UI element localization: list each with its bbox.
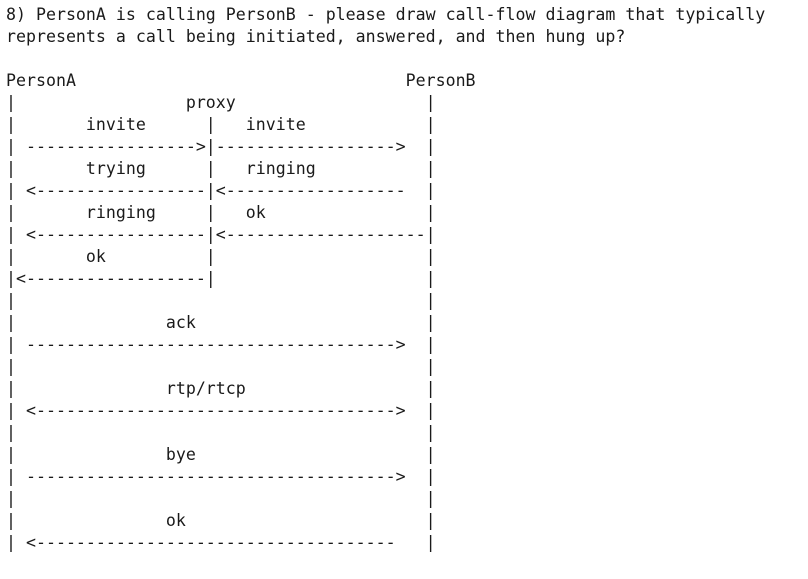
diagram-line-ok-arrow: |<------------------| | [6,269,436,288]
question-page: 8) PersonA is calling PersonB - please d… [6,4,806,554]
diagram-line-invite-arrow: | ----------------->|------------------>… [6,137,436,156]
diagram-line-ringing-arrow: | <-----------------|<------------------… [6,225,436,244]
question-line-2: represents a call being initiated, answe… [6,27,626,46]
diagram-line-ack-arrow: | ------------------------------------->… [6,335,436,354]
diagram-line-spacer: | | [6,423,436,442]
diagram-line-blank [6,48,806,70]
diagram-line-proxy: | proxy | [6,93,436,112]
diagram-line-ok-label: | ok | | [6,247,436,266]
question-line-1: 8) PersonA is calling PersonB - please d… [6,5,766,24]
diagram-line-ringing-label: | ringing | ok | [6,203,436,222]
diagram-line-spacer: | | [6,357,436,376]
diagram-line-final-ok-label: | ok | [6,511,436,530]
diagram-line-final-ok-arrow: | <------------------------------------ … [6,533,436,552]
diagram-line-bye-label: | bye | [6,445,436,464]
diagram-line-ack-label: | ack | [6,313,436,332]
diagram-line-trying-arrow: | <-----------------|<------------------… [6,181,436,200]
diagram-line-invite-label: | invite | invite | [6,115,436,134]
diagram-line-trying-label: | trying | ringing | [6,159,436,178]
diagram-line-bye-arrow: | ------------------------------------->… [6,467,436,486]
diagram-line-participants: PersonA PersonB [6,71,476,90]
call-flow-diagram: PersonA PersonB | proxy | | invite | inv… [6,48,806,554]
diagram-line-rtp-arrow: | <------------------------------------>… [6,401,436,420]
diagram-line-spacer: | | [6,489,436,508]
diagram-line-rtp-label: | rtp/rtcp | [6,379,436,398]
diagram-line-spacer: | | [6,291,436,310]
